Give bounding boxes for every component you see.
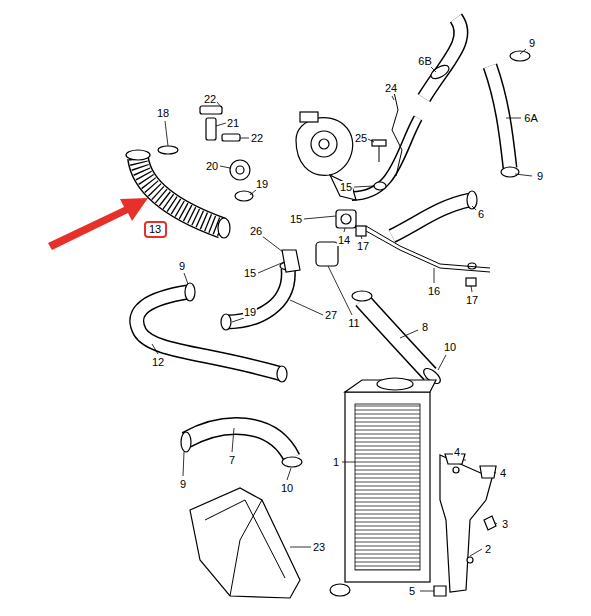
callout-number: 6 (477, 208, 485, 220)
callout-number: 17 (465, 294, 479, 306)
callout-number: 9 (536, 170, 544, 182)
callout-number: 11 (347, 317, 360, 329)
callout-number: 17 (356, 240, 370, 252)
callout-number: 18 (156, 107, 170, 119)
callout-number: 9 (528, 37, 536, 49)
air-duct (190, 488, 300, 598)
callout-number: 21 (226, 117, 240, 129)
bracket (434, 454, 496, 596)
callout-number: 7 (228, 454, 236, 466)
hose-set (137, 18, 510, 458)
callout-number: 4 (453, 446, 461, 458)
intercooler (330, 378, 436, 596)
callout-number: 22 (250, 132, 264, 144)
fittings (200, 92, 490, 286)
callout-number: 22 (203, 93, 217, 105)
callout-number: 26 (249, 225, 263, 237)
callout-number: 6B (417, 55, 432, 67)
callout-number: 12 (151, 356, 165, 368)
callout-number: 3 (501, 518, 509, 530)
callout-number: 19 (255, 178, 269, 190)
callout-number: 25 (354, 132, 368, 144)
callout-number: 15 (289, 213, 303, 225)
callout-number: 1 (332, 456, 340, 468)
callout-number: 15 (339, 181, 353, 193)
callout-number: 15 (243, 267, 257, 279)
callout-number: 23 (312, 541, 326, 553)
pointer-arrow (48, 198, 148, 250)
callout-number: 8 (421, 321, 429, 333)
turbocharger (296, 112, 356, 200)
callout-number: 19 (243, 306, 257, 318)
callout-number: 10 (443, 341, 457, 353)
callout-number: 13 (149, 223, 161, 235)
callout-number: 14 (337, 234, 351, 246)
highlighted-callout: 13 (144, 221, 167, 238)
callout-number: 20 (205, 160, 219, 172)
leader-lines (152, 49, 532, 591)
callout-number: 27 (324, 309, 338, 321)
hose-clamps (126, 51, 530, 467)
callout-number: 24 (384, 82, 398, 94)
callout-number: 2 (484, 543, 492, 555)
callout-number: 10 (280, 482, 294, 494)
callout-number: 6A (523, 112, 538, 124)
callout-number: 9 (178, 260, 186, 272)
callout-number: 9 (179, 478, 187, 490)
callout-number: 5 (408, 585, 416, 597)
callout-number: 16 (427, 285, 441, 297)
callout-number: 4 (499, 467, 507, 479)
